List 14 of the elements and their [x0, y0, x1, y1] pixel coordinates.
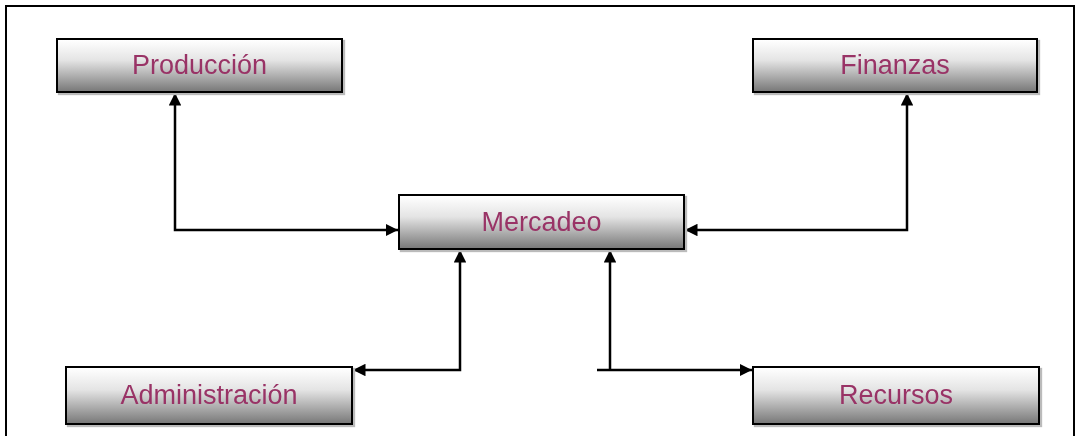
- department-name: Producción: [131, 50, 268, 81]
- department-box: [398, 194, 685, 250]
- department-box: [752, 38, 1038, 93]
- connector-arrow: [595, 248, 754, 377]
- department-box: [56, 38, 343, 93]
- department-name: Finanzas: [840, 50, 950, 81]
- connector-arrow: [353, 250, 467, 377]
- department-name: Recursos: [838, 380, 953, 411]
- department-box: [752, 366, 1040, 425]
- department-name: Administración: [120, 380, 298, 411]
- department-name: Mercadeo: [481, 206, 602, 238]
- connector-arrow: [685, 93, 914, 237]
- connector-arrow: [168, 93, 398, 237]
- department-box: [65, 366, 353, 425]
